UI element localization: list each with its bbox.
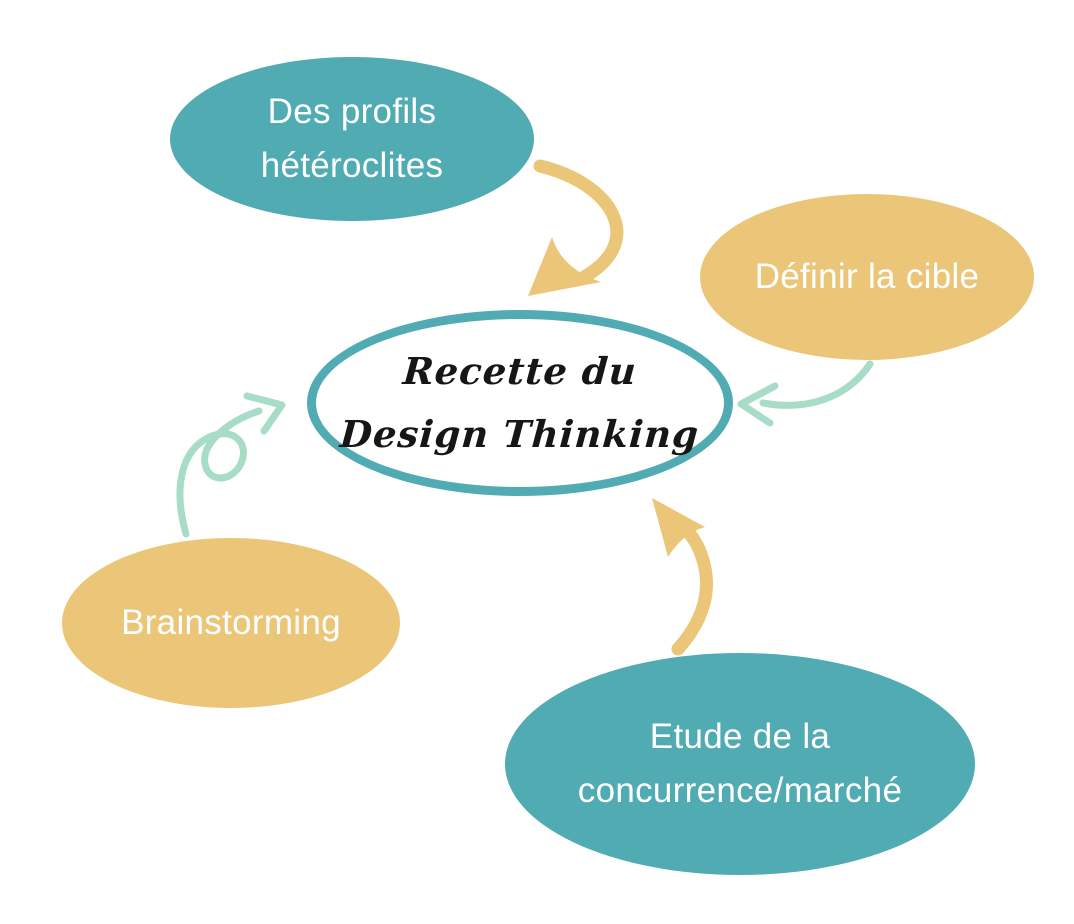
arrow-brainstorming-to-center-icon [176, 392, 286, 538]
node-des-profils: Des profils hétéroclites [170, 57, 534, 221]
node-definir-la-cible: Définir la cible [700, 194, 1034, 360]
center-label-line2: Design Thinking [338, 412, 702, 456]
node-etude-label-line1: Etude de la [649, 716, 831, 756]
arrow-cible-to-center-icon [737, 360, 874, 427]
node-brainstorming-label: Brainstorming [121, 602, 341, 642]
arrow-profils-to-center-icon [528, 159, 624, 296]
node-brainstorming: Brainstorming [62, 538, 400, 708]
arrow-etude-to-center-icon [652, 498, 713, 656]
node-des-profils-label-line2: hétéroclites [260, 146, 444, 185]
node-etude-concurrence: Etude de la concurrence/marché [505, 653, 975, 875]
node-des-profils-label-line1: Des profils [267, 91, 437, 131]
node-etude-label-line2: concurrence/marché [577, 771, 903, 810]
node-definir-la-cible-label: Définir la cible [754, 256, 980, 296]
center-label-line1: Recette du [401, 349, 639, 394]
node-recette-design-thinking: Recette du Design Thinking [307, 310, 733, 496]
